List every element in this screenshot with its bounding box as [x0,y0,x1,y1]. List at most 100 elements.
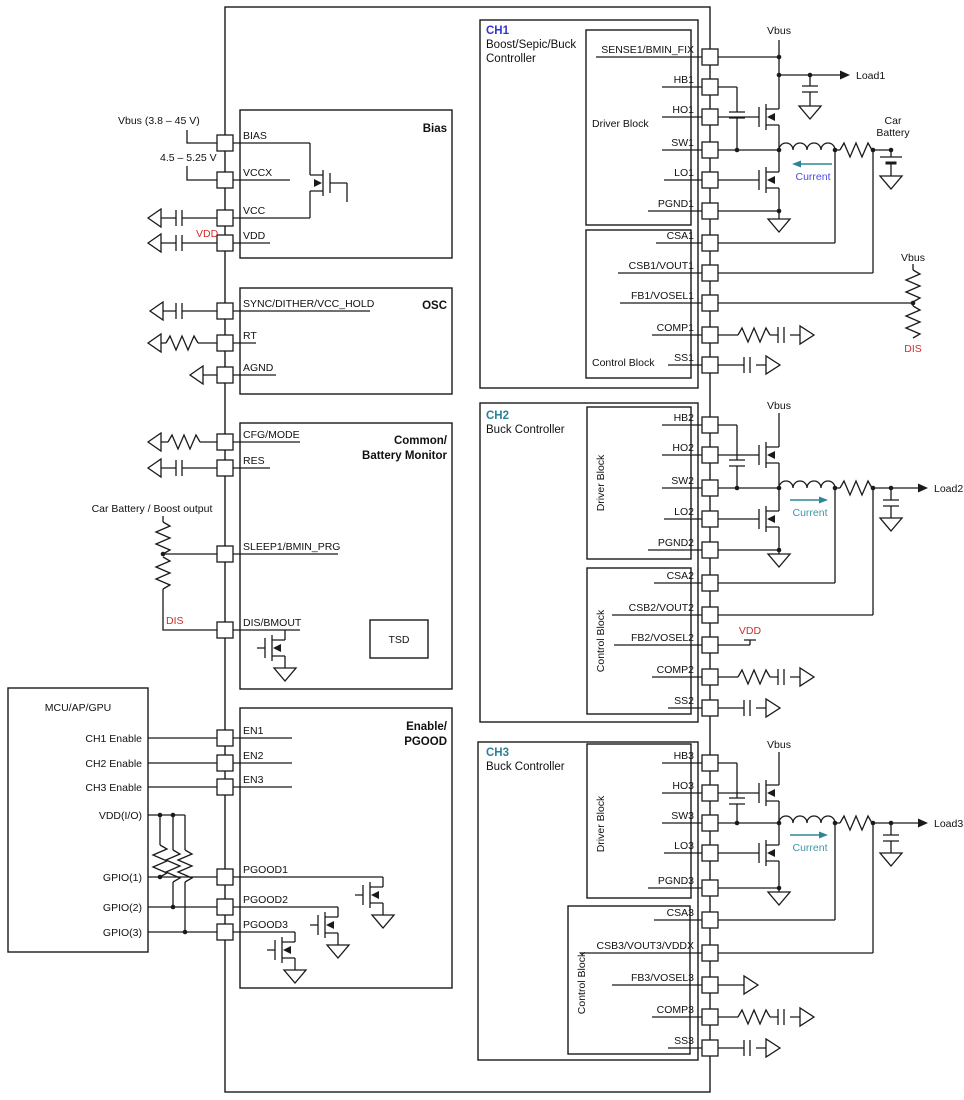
ch2-desc: Buck Controller [486,424,565,436]
ch2-control-label: Control Block [595,609,607,672]
pin-ss2: SS2 [674,695,694,707]
ch3-highside-mosfet-icon [741,776,780,810]
pin-ss1: SS1 [674,352,694,364]
fb2-vdd-label: VDD [739,625,762,637]
capacitor-icons [175,85,900,842]
junction-dots [157,54,916,935]
pin-sleep1: SLEEP1/BMIN_PRG [243,541,340,553]
car-battery-label-1: Car [885,115,902,127]
ch1-desc-1: Boost/Sepic/Buck [486,39,576,51]
right-external-wires [718,40,926,986]
ch1-highside-mosfet-icon [741,100,780,134]
pin-csa2: CSA2 [667,570,695,582]
pin-csa1: CSA1 [667,230,695,242]
pin-sw3: SW3 [671,810,694,822]
ic-left-pin-wires [233,142,384,934]
ch2-highside-mosfet-icon [741,438,780,472]
enable-title-2: PGOOD [404,736,447,748]
car-battery-label-2: Battery [876,127,910,139]
ch3-box [477,741,699,1061]
vcc-range-label: 4.5 – 5.25 V [160,152,217,164]
pin-en3: EN3 [243,774,264,786]
pin-sense1: SENSE1/BMIN_FIX [601,44,694,56]
ch2-current-label: Current [792,507,827,519]
pin-ho2: HO2 [672,442,694,454]
ch3-control-label: Control Block [576,951,588,1014]
dis-bmout-mosfet-icon [256,631,286,665]
ic-right-pin-wires [580,56,702,1049]
mcu-vdd-io: VDD(I/O) [99,810,142,822]
pin-hb1: HB1 [674,74,695,86]
pin-fb3: FB3/VOSEL3 [631,972,694,984]
pgood1-mosfet-icon [354,878,384,912]
pin-sync: SYNC/DITHER/VCC_HOLD [243,298,375,310]
pin-vcc: VCC [243,205,266,217]
mcu-title: MCU/AP/GPU [45,702,112,714]
load2-label: Load2 [934,483,963,495]
ch2-driver-box [586,406,692,560]
pin-csb2: CSB2/VOUT2 [629,602,695,614]
comp3-rc-network [717,1007,815,1027]
mcu-gpio1: GPIO(1) [103,872,142,884]
pin-pgnd2: PGND2 [658,537,694,549]
ss3-cap-network [717,1038,781,1058]
tsd-label: TSD [389,634,410,646]
pin-agnd: AGND [243,362,274,374]
pin-pgood3: PGOOD3 [243,919,288,931]
pin-lo3: LO3 [674,840,694,852]
pgood2-mosfet-icon [309,908,339,942]
rc-networks [717,325,815,1058]
mcu-gpio3: GPIO(3) [103,927,142,939]
ch2-vbus-label: Vbus [767,400,791,412]
pin-fb2: FB2/VOSEL2 [631,632,694,644]
pin-comp2: COMP2 [657,664,695,676]
common-title-2: Battery Monitor [362,450,448,462]
pin-en1: EN1 [243,725,264,737]
dis-rail-label: DIS [166,615,184,627]
common-title-1: Common/ [394,435,448,447]
load1-label: Load1 [856,70,885,82]
ch1-box [479,19,699,389]
pin-pgood1: PGOOD1 [243,864,288,876]
left-external-wires [148,130,217,933]
labels: Vbus (3.8 – 45 V) 4.5 – 5.25 V VDD Car B… [45,25,964,1047]
comp2-rc-network [717,667,815,687]
pin-fb1: FB1/VOSEL1 [631,290,694,302]
pgood3-mosfet-icon [266,933,296,967]
load-arrow-icons [840,70,928,828]
load3-label: Load3 [934,818,963,830]
pin-lo2: LO2 [674,506,694,518]
ch2-driver-label: Driver Block [595,454,607,511]
ch1-current-label: Current [795,171,830,183]
common-block-box [239,422,453,690]
ch3-title: CH3 [486,747,509,759]
osc-title: OSC [422,300,447,312]
ch3-driver-box [586,743,692,899]
ch3-driver-label: Driver Block [595,795,607,852]
bias-block-box [239,109,453,259]
ch1-driver-box [585,29,692,226]
pin-sw2: SW2 [671,475,694,487]
ch1-control-label: Control Block [592,357,655,369]
ch3-desc: Buck Controller [486,761,565,773]
ch1-lowside-mosfet-icon [741,163,780,197]
ch1-vbus-label: Vbus [767,25,791,37]
mcu-ch1-enable: CH1 Enable [85,733,142,745]
car-battery-icon [878,155,904,165]
ch3-vbus-label: Vbus [767,739,791,751]
ch1-title: CH1 [486,25,510,37]
pin-lo1: LO1 [674,167,694,179]
pin-csb3: CSB3/VOUT3/VDDX [597,940,694,952]
pin-dis-bmout: DIS/BMOUT [243,617,302,629]
enable-title-1: Enable/ [406,721,448,733]
mcu-gpio2: GPIO(2) [103,902,142,914]
pin-hb3: HB3 [674,750,695,762]
pin-pgnd1: PGND1 [658,198,694,210]
current-arrow-icons [790,160,832,839]
pin-hb2: HB2 [674,412,695,424]
osc-block-box [239,287,453,395]
ch3-control-box [567,905,691,1055]
pin-cfg-mode: CFG/MODE [243,429,300,441]
